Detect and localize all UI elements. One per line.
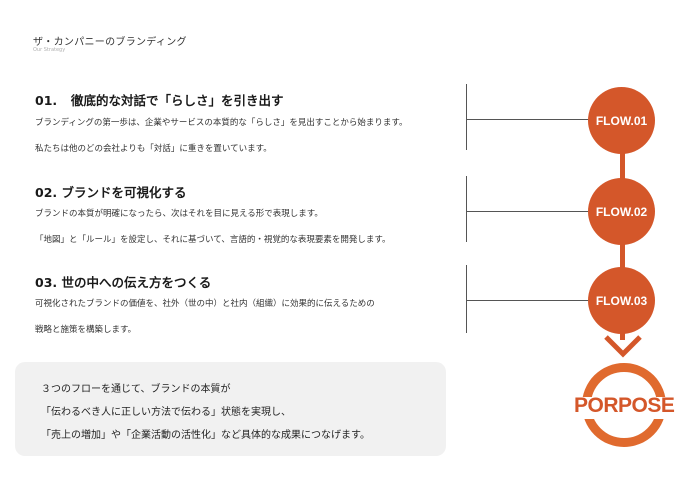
step-02-line-2: 「地図」と「ルール」を設定し、それに基づいて、言語的・視覚的な表現要素を開発しま… bbox=[35, 235, 391, 245]
step-01: 01. 徹底的な対話で「らしさ」を引き出す ブランディングの第一歩は、企業やサービ… bbox=[35, 90, 465, 162]
page-title: ザ・カンパニーのブランディング bbox=[33, 37, 187, 48]
purpose-label: PORPOSE bbox=[574, 394, 675, 417]
arrow-down-icon bbox=[604, 335, 642, 358]
summary-line-1: ３つのフローを通じて、ブランドの本質が bbox=[41, 384, 231, 395]
connector-02-line bbox=[467, 211, 591, 212]
step-01-line-2: 私たちは他のどの会社よりも「対話」に重きを置いています。 bbox=[35, 144, 272, 154]
step-01-title: 徹底的な対話で「らしさ」を引き出す bbox=[71, 93, 284, 108]
step-03-line-2: 戦略と施策を構築します。 bbox=[35, 325, 137, 335]
flow-01-circle: FLOW.01 bbox=[588, 87, 655, 154]
step-01-heading: 01. 徹底的な対話で「らしさ」を引き出す bbox=[35, 90, 465, 109]
step-03-line-1: 可視化されたブランドの価値を、社外（世の中）と社内（組織）に効果的に伝えるための bbox=[35, 299, 375, 309]
step-01-line-1: ブランディングの第一歩は、企業やサービスの本質的な「らしさ」を見出すことから始ま… bbox=[35, 118, 408, 128]
step-02-title: ブランドを可視化する bbox=[61, 185, 187, 200]
step-03: 03. 世の中への伝え方をつくる 可視化されたブランドの価値を、社外（世の中）と… bbox=[35, 272, 465, 343]
step-02-line-1: ブランドの本質が明確になったら、次はそれを目に見える形で表現します。 bbox=[35, 209, 323, 219]
step-03-heading: 03. 世の中への伝え方をつくる bbox=[35, 272, 465, 291]
step-03-number: 03. bbox=[35, 275, 58, 290]
step-03-title: 世の中への伝え方をつくる bbox=[61, 275, 212, 290]
step-02-number: 02. bbox=[35, 185, 58, 200]
step-01-number: 01. bbox=[35, 93, 58, 108]
purpose-ring-gap bbox=[574, 397, 674, 419]
page-subtitle: Our Strategy bbox=[33, 47, 66, 53]
connector-01-line bbox=[467, 119, 591, 120]
step-02: 02. ブランドを可視化する ブランドの本質が明確になったら、次はそれを目に見え… bbox=[35, 182, 465, 253]
step-02-heading: 02. ブランドを可視化する bbox=[35, 182, 465, 201]
summary-line-3: 「売上の増加」や「企業活動の活性化」など具体的な成果につなげます。 bbox=[41, 430, 370, 441]
connector-03 bbox=[466, 265, 591, 333]
connector-01 bbox=[466, 84, 591, 150]
connector-02 bbox=[466, 176, 591, 242]
connector-03-line bbox=[467, 300, 591, 301]
flow-02-circle: FLOW.02 bbox=[588, 178, 655, 245]
summary-box: ３つのフローを通じて、ブランドの本質が 「伝わるべき人に正しい方法で伝わる」状態… bbox=[15, 362, 446, 456]
flow-03-circle: FLOW.03 bbox=[588, 267, 655, 334]
summary-line-2: 「伝わるべき人に正しい方法で伝わる」状態を実現し、 bbox=[41, 407, 291, 418]
